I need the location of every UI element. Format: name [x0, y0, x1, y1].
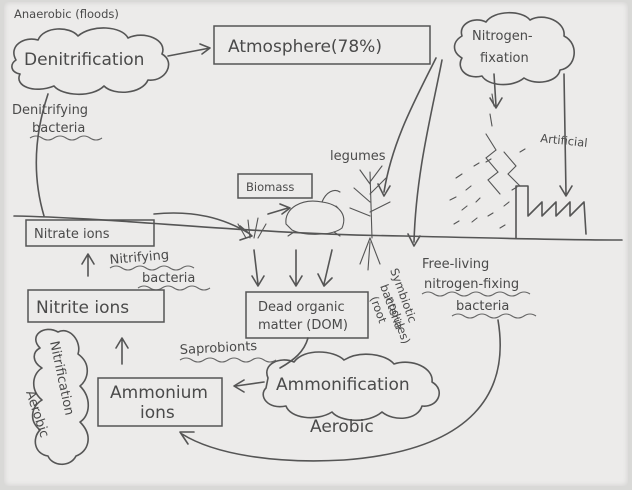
factory-icon	[515, 185, 587, 239]
dead-organic-line2: matter (DOM)	[258, 318, 348, 333]
dead-organic-line1: Dead organic	[258, 300, 345, 315]
ammonium-line2: ions	[140, 403, 175, 423]
nitrogen-fixation-line1: Nitrogen-	[472, 29, 533, 44]
legume-to-dom-arrow	[317, 249, 333, 287]
denitrification-to-atmosphere-arrow	[167, 43, 211, 57]
ammonification-cloud	[262, 351, 440, 422]
legumes-label: legumes	[330, 149, 386, 164]
rain-dashes	[449, 148, 526, 229]
nitrate-ions-label: Nitrate ions	[34, 227, 110, 242]
free-living-underline	[421, 291, 537, 319]
nitrogen-fixation-cloud	[453, 11, 575, 86]
nitrification-label: Nitrification	[46, 340, 76, 417]
biomass-label: Biomass	[246, 180, 294, 194]
saprobionts-underline	[179, 357, 277, 363]
denitrifying-underline	[29, 135, 103, 141]
artificial-label: Artificial	[540, 131, 589, 150]
biomass-box	[237, 173, 313, 199]
dom-to-ammonification-line	[279, 337, 309, 369]
dead-organic-matter-box	[245, 291, 369, 339]
nitrogen-fixation-line2: fixation	[480, 51, 529, 66]
grass-icon	[237, 217, 267, 239]
atmosphere-label: Atmosphere(78%)	[228, 37, 382, 57]
free-living-line1: Free-living	[422, 257, 489, 272]
nitrite-ions-label: Nitrite ions	[36, 298, 129, 318]
denitrification-label: Denitrification	[24, 50, 144, 70]
plant-to-dom-arrow	[251, 249, 265, 287]
nitrifying-bacteria-line2: bacteria	[142, 271, 195, 286]
saprobionts-label: Saprobionts	[179, 339, 257, 358]
nitrifying-underline	[109, 265, 211, 291]
nitrate-to-denitrification-line	[35, 93, 49, 217]
artificial-arrow	[559, 73, 573, 197]
ammonium-ions-box	[97, 377, 223, 427]
grass-to-rabbit-arrow	[267, 203, 291, 215]
atmosphere-to-free-living-arrow	[407, 59, 443, 247]
atmosphere-to-legumes-arrow	[377, 57, 437, 197]
ammonification-label: Ammonification	[276, 375, 410, 395]
bacteria-to-ammonium-curve	[179, 319, 501, 462]
nitrate-ions-box	[25, 219, 155, 247]
nitrification-cloud	[31, 328, 90, 466]
ammonium-to-nitrite-arrow	[115, 337, 129, 365]
aerobic-left-label: Aerobic	[22, 389, 51, 440]
nitrate-to-plant-arrow	[153, 212, 253, 241]
nitrite-ions-box	[27, 289, 165, 323]
rabbit-to-dom-arrow	[289, 249, 303, 287]
denitrifying-bacteria-line2: bacteria	[32, 121, 85, 136]
ammonification-to-ammonium-arrow	[233, 379, 265, 393]
ammonium-line1: Ammonium	[110, 383, 208, 403]
nitrogen-cycle-diagram: Anaerobic (floods) Denitrification Atmos…	[11, 7, 623, 466]
anaerobic-label: Anaerobic (floods)	[14, 7, 119, 21]
free-living-line2: nitrogen-fixing	[424, 277, 519, 292]
lightning-icon	[485, 93, 521, 195]
aerobic-bottom-label: Aerobic	[310, 417, 374, 437]
whiteboard: Anaerobic (floods) Denitrification Atmos…	[4, 2, 628, 486]
nitrifying-bacteria-line1: Nitrifying	[109, 248, 170, 268]
denitrification-cloud	[11, 27, 170, 96]
n-fixation-down-arrow	[489, 73, 503, 109]
atmosphere-box	[213, 25, 431, 65]
denitrifying-bacteria-line1: Denitrifying	[12, 103, 88, 118]
rabbit-icon	[285, 189, 345, 237]
legume-plant-icon	[349, 165, 391, 271]
nitrite-to-nitrate-arrow	[81, 253, 95, 277]
free-living-line3: bacteria	[456, 299, 509, 314]
